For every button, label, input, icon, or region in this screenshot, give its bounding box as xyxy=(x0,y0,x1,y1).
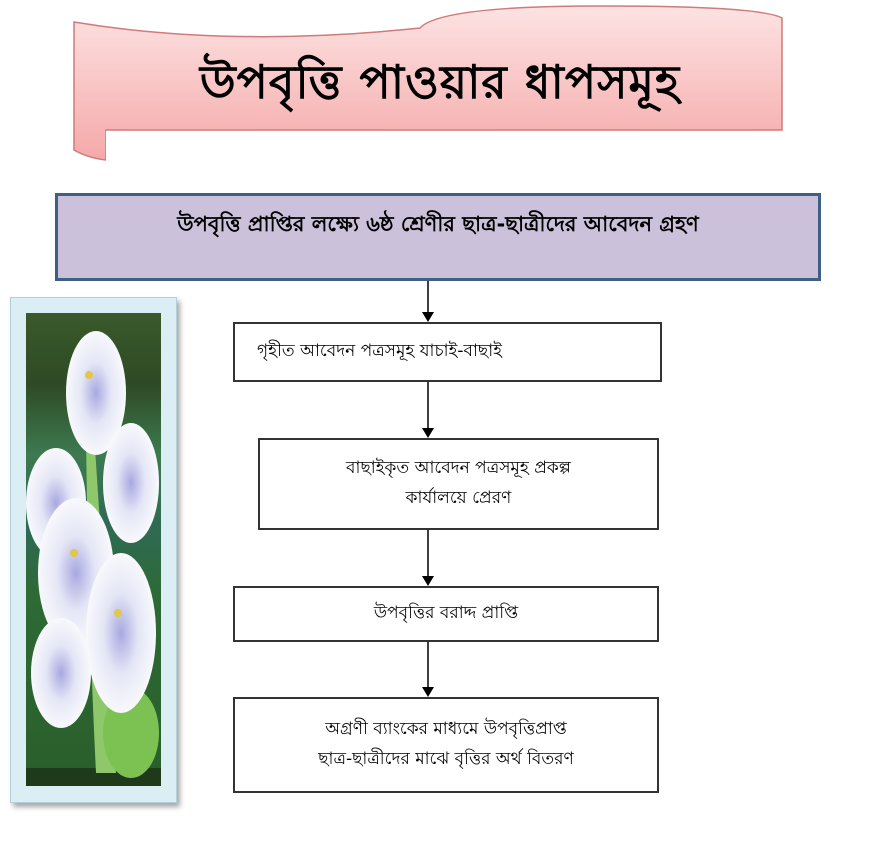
step-3-text-line1: বাছাইকৃত আবেদন পত্রসমূহ প্রকল্প xyxy=(346,458,571,479)
step-5-box: অগ্রণী ব্যাংকের মাধ্যমে উপবৃত্তিপ্রাপ্ত ছ… xyxy=(233,697,659,793)
step-3-box: বাছাইকৃত আবেদন পত্রসমূহ প্রকল্প কার্যালয়… xyxy=(258,438,659,530)
step-5-text-line2: ছাত্র-ছাত্রীদের মাঝে বৃত্তির অর্থ বিতরণ xyxy=(318,749,574,769)
step-1-text: উপবৃত্তি প্রাপ্তির লক্ষ্যে ৬ষ্ঠ শ্রেণীর … xyxy=(177,212,699,236)
arrow-down-icon xyxy=(422,530,434,586)
step-2-box: গৃহীত আবেদন পত্রসমূহ যাচাই-বাছাই xyxy=(233,322,662,382)
step-4-text: উপবৃত্তির বরাদ্দ প্রাপ্তি xyxy=(373,603,519,624)
water-hyacinth-image xyxy=(26,313,161,786)
step-4-box: উপবৃত্তির বরাদ্দ প্রাপ্তি xyxy=(233,586,659,642)
step-2-text: গৃহীত আবেদন পত্রসমূহ যাচাই-বাছাই xyxy=(257,341,503,362)
flower-picture-frame xyxy=(10,297,177,803)
arrow-down-icon xyxy=(422,281,434,322)
step-5-text-line1: অগ্রণী ব্যাংকের মাধ্যমে উপবৃত্তিপ্রাপ্ত xyxy=(325,719,567,740)
page-title: উপবৃত্তি পাওয়ার ধাপসমূহ xyxy=(199,55,681,109)
arrow-down-icon xyxy=(422,642,434,697)
step-3-text-line2: কার্যালয়ে প্রেরণ xyxy=(405,488,512,508)
step-1-box: উপবৃত্তি প্রাপ্তির লক্ষ্যে ৬ষ্ঠ শ্রেণীর … xyxy=(55,193,821,281)
arrow-down-icon xyxy=(422,382,434,438)
title-banner xyxy=(73,5,786,170)
